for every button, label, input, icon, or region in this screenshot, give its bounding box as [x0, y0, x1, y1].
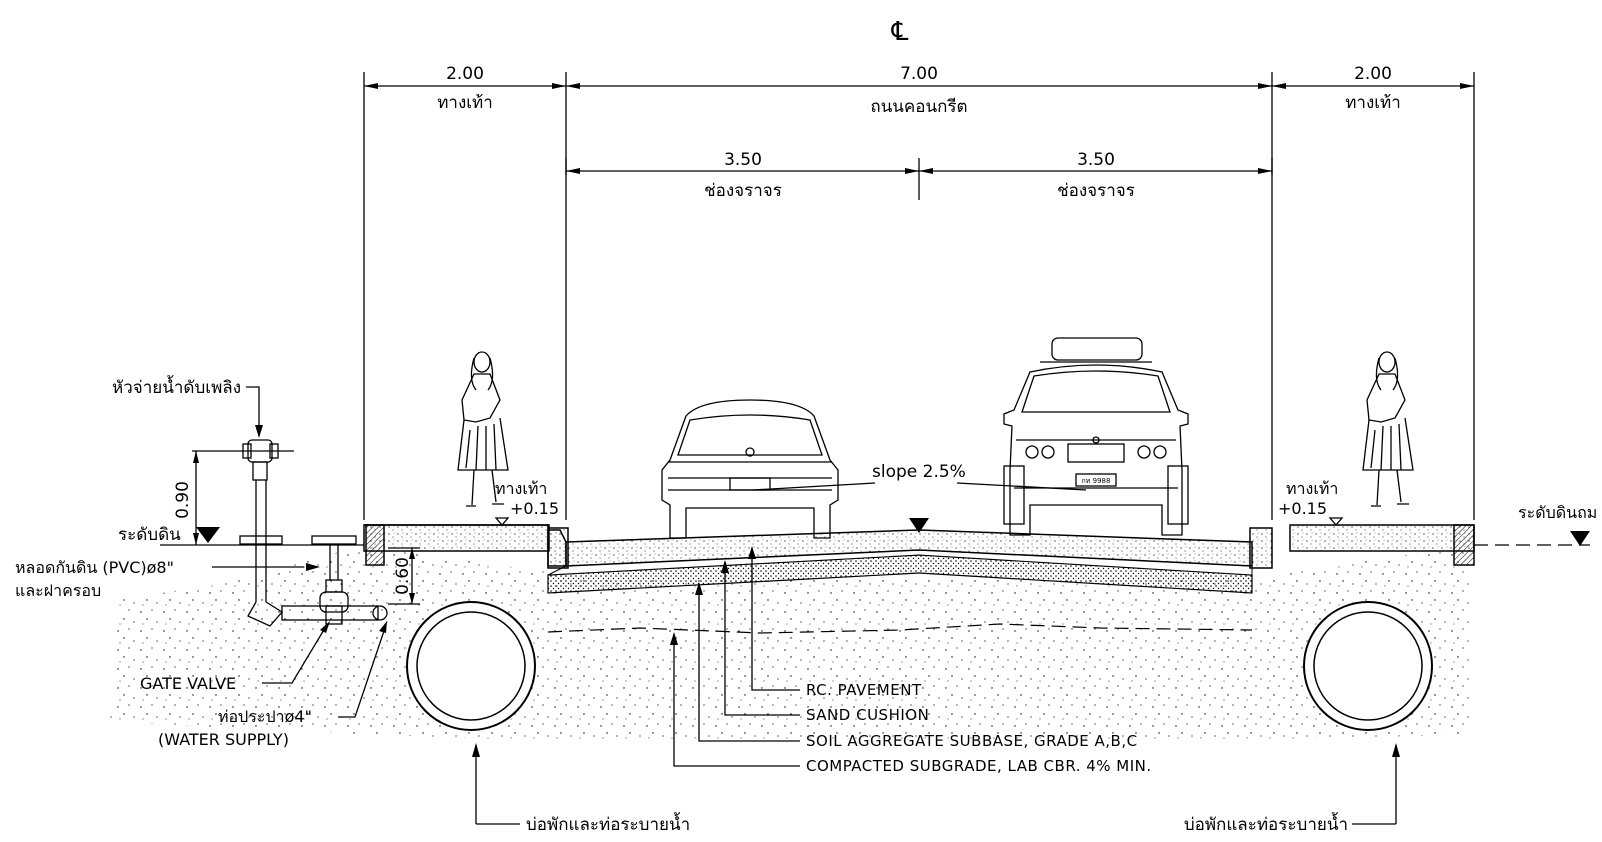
left-sidewalk-dim-label: ทางเท้า	[437, 93, 493, 113]
left-curb	[547, 527, 569, 569]
layer-leaders	[670, 546, 800, 767]
rc-pavement-label: RC. PAVEMENT	[806, 681, 922, 699]
left-sidewalk-top	[363, 524, 550, 552]
person-icon	[1362, 351, 1414, 507]
slope-line-right	[956, 482, 1087, 491]
drain-pipe-icon	[1303, 601, 1433, 731]
sleeve-label-line2: และฝาครอบ	[15, 581, 101, 600]
left-sidewalk-width: 2.00	[446, 64, 484, 84]
water-pipe-label: ท่อประปาø4"	[218, 707, 312, 726]
water-supply-label: (WATER SUPPLY)	[158, 730, 289, 749]
car-rear-icon	[661, 399, 839, 539]
dimension-row-lanes	[565, 158, 1273, 200]
lane-right-width: 3.50	[1077, 150, 1115, 170]
right-sidewalk-label: ทางเท้า	[1286, 479, 1338, 498]
fire-hydrant-icon	[192, 439, 379, 627]
level-marker-icon	[909, 518, 929, 533]
level-marker-icon	[196, 527, 220, 543]
gate-valve-icon	[311, 535, 388, 625]
left-drain-label: บ่อพักและท่อระบายน้ำ	[526, 812, 690, 835]
pipe-depth: 0.60	[393, 557, 413, 595]
road-width: 7.00	[900, 64, 938, 84]
gate-valve-label: GATE VALVE	[140, 674, 236, 693]
level-marker-icon	[1328, 517, 1344, 526]
car-front-icon: กท 9988	[1003, 337, 1189, 536]
centerline-icon: ℄	[891, 17, 909, 47]
subbase-label: SOIL AGGREGATE SUBBASE, GRADE A,B,C	[806, 732, 1138, 750]
dimension-row-overall	[363, 72, 1475, 520]
road-label: ถนนคอนกรีต	[870, 97, 967, 117]
person-icon	[457, 351, 509, 507]
level-marker-icon	[1570, 531, 1590, 546]
car-front-plate: กท 9988	[1082, 477, 1111, 485]
right-sidewalk-dim-label: ทางเท้า	[1345, 93, 1401, 113]
slope-label: slope 2.5%	[872, 462, 966, 482]
sand-cushion-label: SAND CUSHION	[806, 706, 929, 724]
level-marker-icon	[494, 517, 510, 526]
right-ground-level-label: ระดับดินถม	[1518, 503, 1597, 522]
left-edge-block	[365, 524, 385, 566]
left-ground-level-label: ระดับดิน	[118, 525, 181, 545]
hydrant-label: หัวจ่ายน้ำดับเพลิง	[112, 375, 241, 398]
left-sidewalk-elevation: +0.15	[510, 499, 559, 518]
left-sidewalk-label: ทางเท้า	[495, 479, 547, 498]
right-drain-label: บ่อพักและท่อระบายน้ำ	[1184, 812, 1348, 835]
subgrade-label: COMPACTED SUBGRADE, LAB CBR. 4% MIN.	[806, 757, 1152, 775]
right-sidewalk-width: 2.00	[1354, 64, 1392, 84]
lane-left-width: 3.50	[724, 150, 762, 170]
right-sidewalk-top	[1289, 524, 1475, 552]
right-sidewalk-elevation: +0.15	[1278, 499, 1327, 518]
slope-line-left	[752, 482, 876, 491]
right-curb	[1249, 527, 1273, 569]
drain-pipe-icon	[406, 601, 536, 731]
hydrant-height: 0.90	[173, 481, 193, 519]
lane-left-label: ช่องจราจร	[704, 181, 782, 201]
subgrade-line	[547, 623, 1253, 634]
pipe-depth-dimension	[388, 547, 420, 605]
right-edge-block	[1453, 524, 1475, 566]
sleeve-label-line1: หลอดกันดิน (PVC)ø8"	[15, 558, 174, 577]
hydrant-height-dimension	[193, 451, 199, 545]
lane-right-label: ช่องจราจร	[1057, 181, 1135, 201]
